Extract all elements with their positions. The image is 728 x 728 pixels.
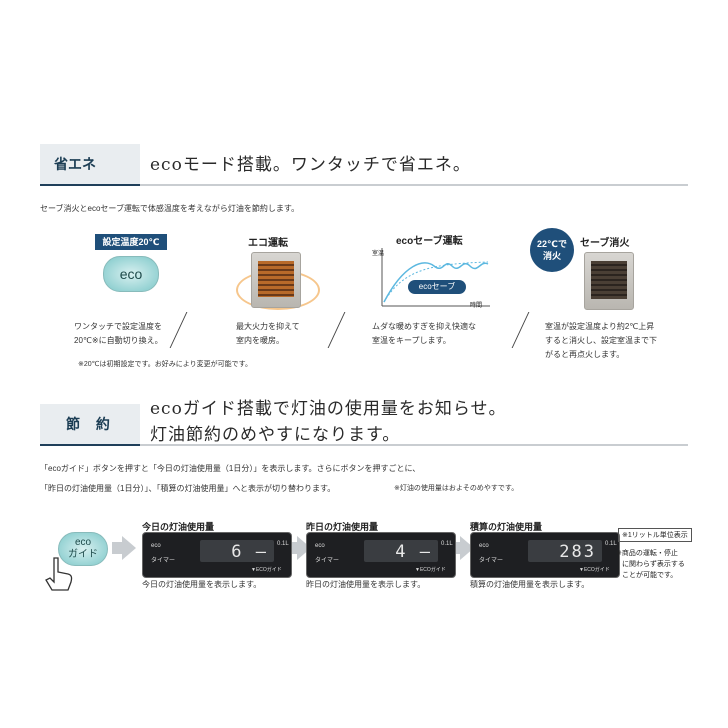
panel-heading: 昨日の灯油使用量 (306, 522, 379, 532)
footnote: ※20℃は初期設定です。お好みにより変更が可能です。 (78, 361, 252, 368)
section-tab-label: 省エネ (54, 156, 96, 172)
panel-caption: 今日の灯油使用量を表示します。 (142, 580, 262, 589)
arrow-stem (112, 542, 122, 554)
y-axis-label: 室温 (372, 251, 385, 257)
col4-desc-line2: すると消火し、設定室温まで下 (545, 336, 657, 345)
col2-desc: 最大火力を抑えて 室内を暖房。 (236, 320, 300, 348)
lcd-eco-label: eco (479, 543, 489, 549)
lcd-screen: 283 (528, 540, 602, 562)
section-tab-energy: 省エネ (40, 144, 140, 184)
lcd-timer-label: タイマー (479, 558, 504, 564)
eco-save-graph (381, 248, 490, 307)
panel-caption: 昨日の灯油使用量を表示します。 (306, 580, 426, 589)
section-intro: セーブ消火とecoセーブ運転で体感温度を考えながら灯油を節約します。 (40, 204, 300, 213)
divider (511, 312, 530, 348)
lcd-unit: 0.1L (277, 541, 289, 547)
lcd-timer-label: タイマー (151, 558, 176, 564)
section-rule (140, 184, 688, 186)
arrow-stem (289, 542, 299, 554)
eco-guide-line2: ガイド (68, 549, 98, 560)
eco-save-heading: ecoセーブ運転 (396, 236, 463, 247)
lcd-eco-label: eco (315, 543, 325, 549)
lcd-panel: eco タイマー 6 ‒ 0.1L ▼ECOガイド (142, 532, 292, 578)
section-title: ecoガイド搭載で灯油の使用量をお知らせ。 灯油節約のめやすになります。 (150, 396, 506, 448)
col2-desc-line2: 室内を暖房。 (236, 336, 284, 345)
lcd-value: 4 ‒ (395, 542, 432, 562)
eco-guide-button[interactable]: eco ガイド (58, 532, 108, 566)
lcd-ecoguide-label: ▼ECOガイド (415, 567, 446, 573)
lcd-value: 6 ‒ (231, 542, 268, 562)
set-temp-badge: 設定温度20℃ (95, 234, 167, 250)
panel-caption: 積算の灯油使用量を表示します。 (470, 580, 590, 589)
lcd-eco-label: eco (151, 543, 161, 549)
side-note-line3: ことが可能です。 (622, 572, 678, 579)
col3-desc-line1: ムダな暖めすぎを抑え快適な (372, 322, 476, 331)
col4-desc: 室温が設定温度より約2℃上昇 すると消火し、設定室温まで下 がると再点火します。 (545, 320, 657, 362)
arrow-icon (122, 536, 136, 560)
side-note-line2: に関わらず表示する (622, 561, 685, 568)
col1-desc-line2: 20℃※に自動切り換え。 (74, 336, 163, 345)
lcd-panel: eco タイマー 283 0.1L ▼ECOガイド (470, 532, 620, 578)
col1-desc-line1: ワンタッチで設定温度を (74, 322, 162, 331)
eco-guide-line1: eco (74, 537, 92, 548)
col4-desc-line3: がると再点火します。 (545, 350, 625, 359)
save-off-heading: セーブ消火 (580, 238, 630, 249)
section-rule (140, 444, 688, 446)
unit-box: ※1リットル単位表示 (618, 528, 692, 542)
panel-heading: 積算の灯油使用量 (470, 522, 543, 532)
badge-line2: 消火 (542, 251, 561, 261)
col2-desc-line1: 最大火力を抑えて (236, 322, 300, 331)
divider (327, 312, 346, 348)
lcd-ecoguide-label: ▼ECOガイド (251, 567, 282, 573)
eco-run-heading: エコ運転 (248, 238, 288, 249)
badge-line1: 22℃で (537, 239, 567, 249)
arrow-stem (452, 542, 462, 554)
heater-image (251, 252, 301, 308)
eco-badge-label: eco (119, 266, 143, 282)
section-title-line2: 灯油節約のめやすになります。 (150, 425, 401, 445)
lcd-unit: 0.1L (605, 541, 617, 547)
col1-desc: ワンタッチで設定温度を 20℃※に自動切り換え。 (74, 320, 163, 348)
section-tab-saving: 節 約 (40, 404, 140, 444)
section-title-line1: ecoガイド搭載で灯油の使用量をお知らせ。 (150, 399, 507, 419)
section-tab-label: 節 約 (66, 416, 116, 432)
panel-heading: 今日の灯油使用量 (142, 522, 215, 532)
lcd-panel: eco タイマー 4 ‒ 0.1L ▼ECOガイド (306, 532, 456, 578)
col3-desc-line2: 室温をキープします。 (372, 336, 451, 345)
lcd-ecoguide-label: ▼ECOガイド (579, 567, 610, 573)
lcd-timer-label: タイマー (315, 558, 340, 564)
col3-desc: ムダな暖めすぎを抑え快適な 室温をキープします。 (372, 320, 476, 348)
finger-press-icon (45, 557, 73, 591)
side-note-line1: ※商品の運転・停止 (616, 550, 678, 557)
eco-save-pill: ecoセーブ (408, 280, 466, 294)
lcd-unit: 0.1L (441, 541, 453, 547)
eco-button-icon: eco (103, 256, 159, 292)
section-intro-line2: 「昨日の灯油使用量（1日分）」、「積算の灯油使用量」へと表示が切り替わります。 (40, 484, 336, 493)
divider (169, 312, 188, 348)
col4-desc-line1: 室温が設定温度より約2℃上昇 (545, 322, 655, 331)
x-axis-label: 時間 (470, 303, 483, 309)
lcd-screen: 6 ‒ (200, 540, 274, 562)
22c-off-badge: 22℃で 消火 (530, 228, 574, 272)
section-rule-accent (40, 184, 140, 186)
section-rule-accent (40, 444, 140, 446)
lcd-screen: 4 ‒ (364, 540, 438, 562)
section-intro-line1: 「ecoガイド」ボタンを押すと「今日の灯油使用量（1日分）」を表示します。さらに… (40, 464, 421, 473)
side-note: ※商品の運転・停止 に関わらず表示する ことが可能です。 (616, 548, 685, 581)
lcd-value: 283 (559, 542, 596, 562)
heater-off-image (584, 252, 634, 310)
section-intro-note: ※灯油の使用量はおよそのめやすです。 (394, 485, 519, 492)
section-title: ecoモード搭載。ワンタッチで省エネ。 (150, 155, 471, 175)
